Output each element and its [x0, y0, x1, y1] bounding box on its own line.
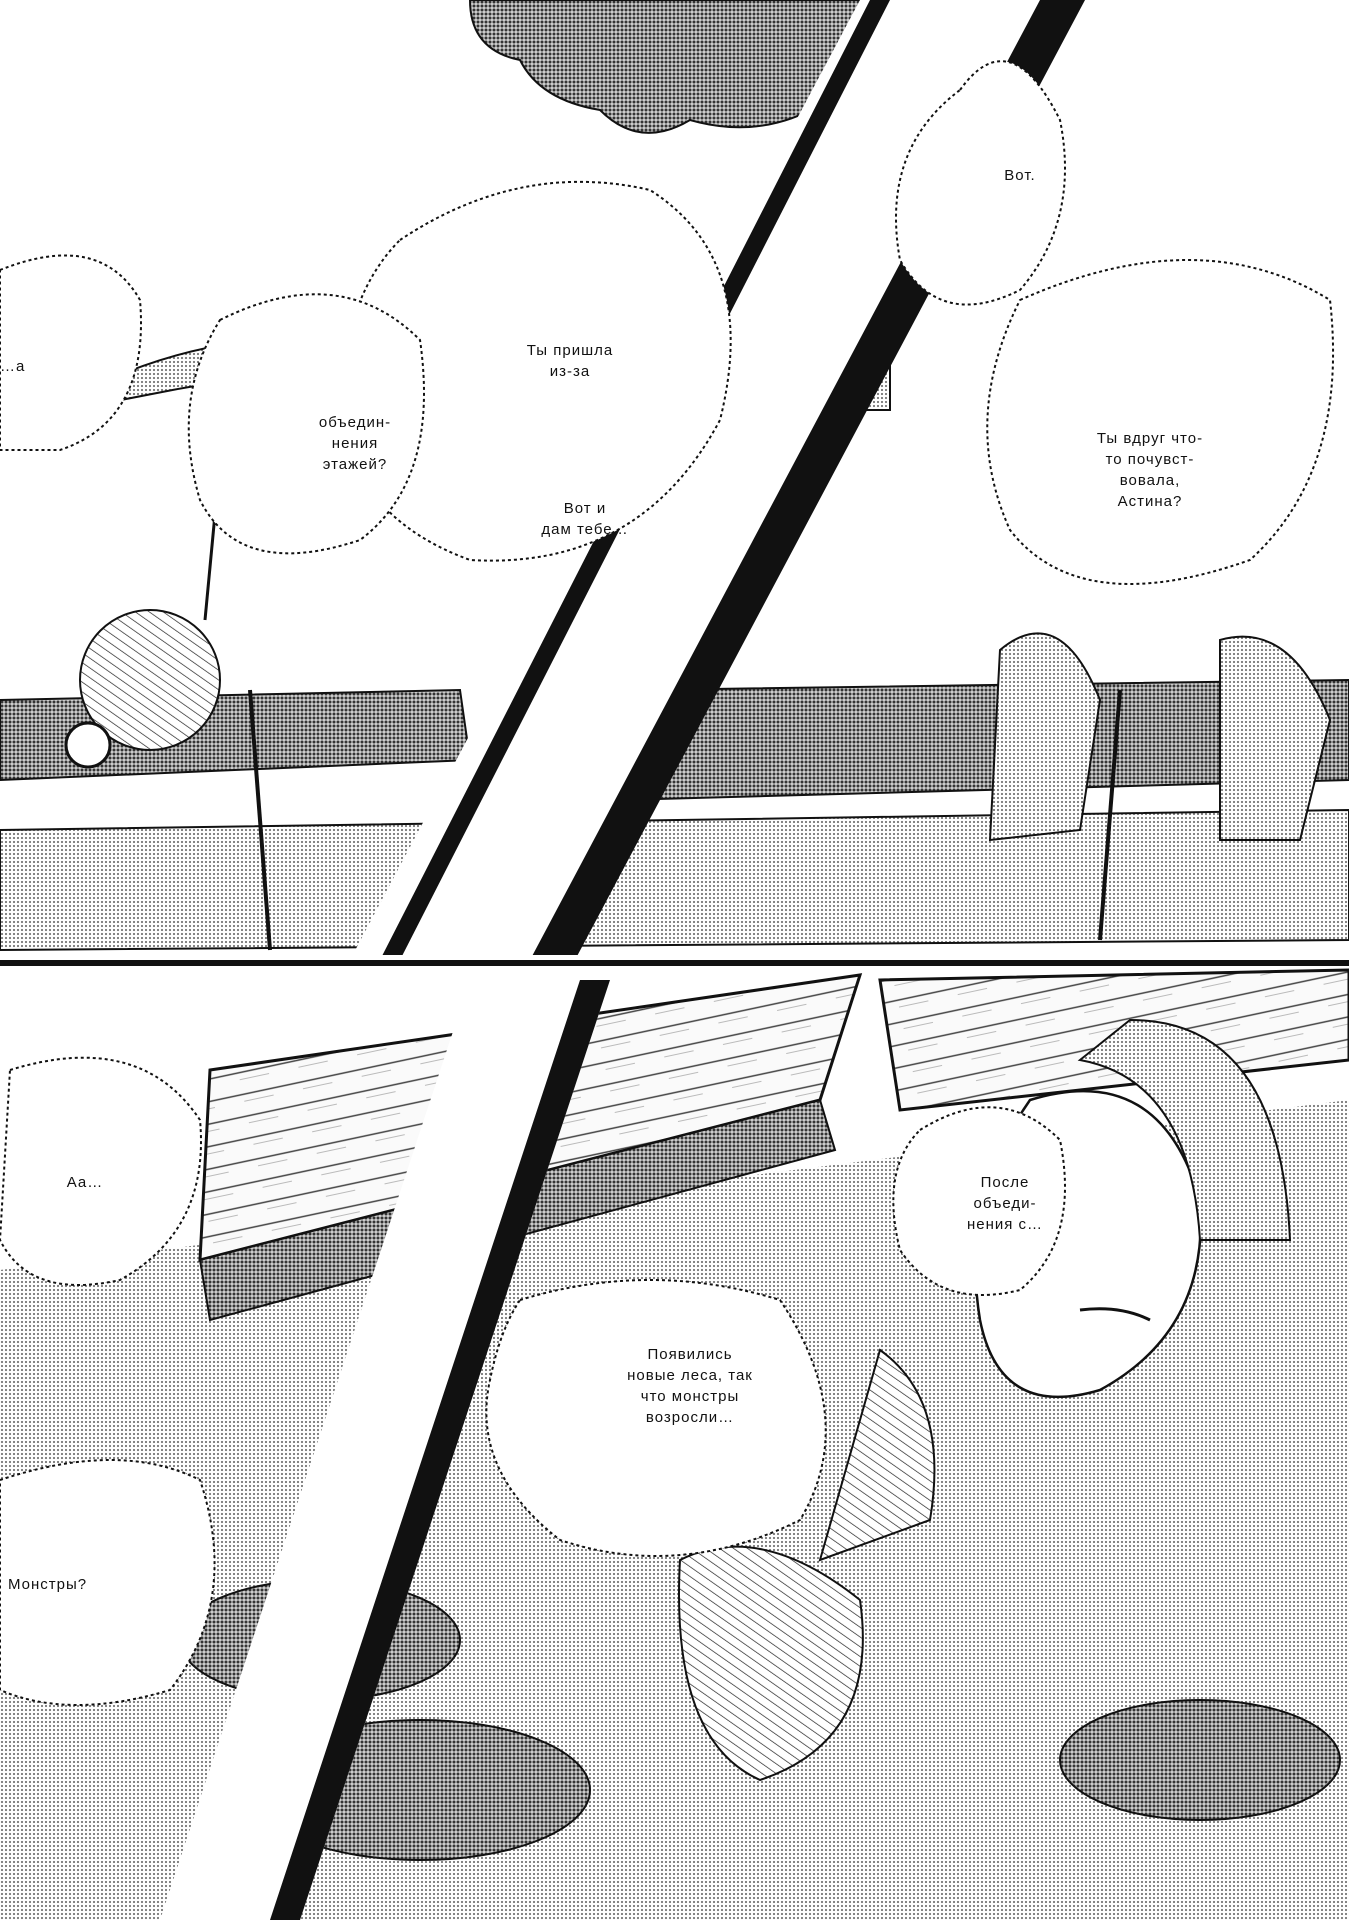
balloon-text-2: Ты пришла из-за [526, 342, 614, 380]
balloon-7 [0, 1056, 202, 1286]
balloon-2 [338, 180, 732, 562]
speech-balloons [0, 60, 1335, 1706]
flower-bouquet [678, 1545, 864, 1782]
character-left [79, 609, 221, 751]
balloon-3 [187, 293, 425, 555]
balloon-text-8: После объеди- нения с… [966, 1174, 1044, 1233]
balloon-6 [0, 254, 142, 451]
balloon-8 [892, 1106, 1066, 1296]
balloon-text-6: …а [0, 358, 26, 375]
balloon-text-1: Вот. [1004, 167, 1036, 184]
balloon-text-4: Вот и дам тебе… [541, 500, 629, 538]
balloon-text-7: Аа… [66, 1174, 104, 1191]
balloon-text-5: Ты вдруг что- то почувст- вовала, Aстина… [1096, 430, 1204, 510]
character-right [988, 632, 1102, 842]
balloon-text-9: Появились новые леса, так что монстры во… [627, 1346, 753, 1426]
balloon-1 [895, 60, 1066, 306]
table-lower [0, 808, 1349, 952]
balloon-9 [485, 1279, 827, 1557]
balloon-text-3: объедин- нения этажей? [318, 414, 392, 473]
balloon-10 [0, 1459, 216, 1706]
balloon-5 [986, 259, 1335, 585]
balloon-text-10: Монстры? [8, 1576, 88, 1593]
